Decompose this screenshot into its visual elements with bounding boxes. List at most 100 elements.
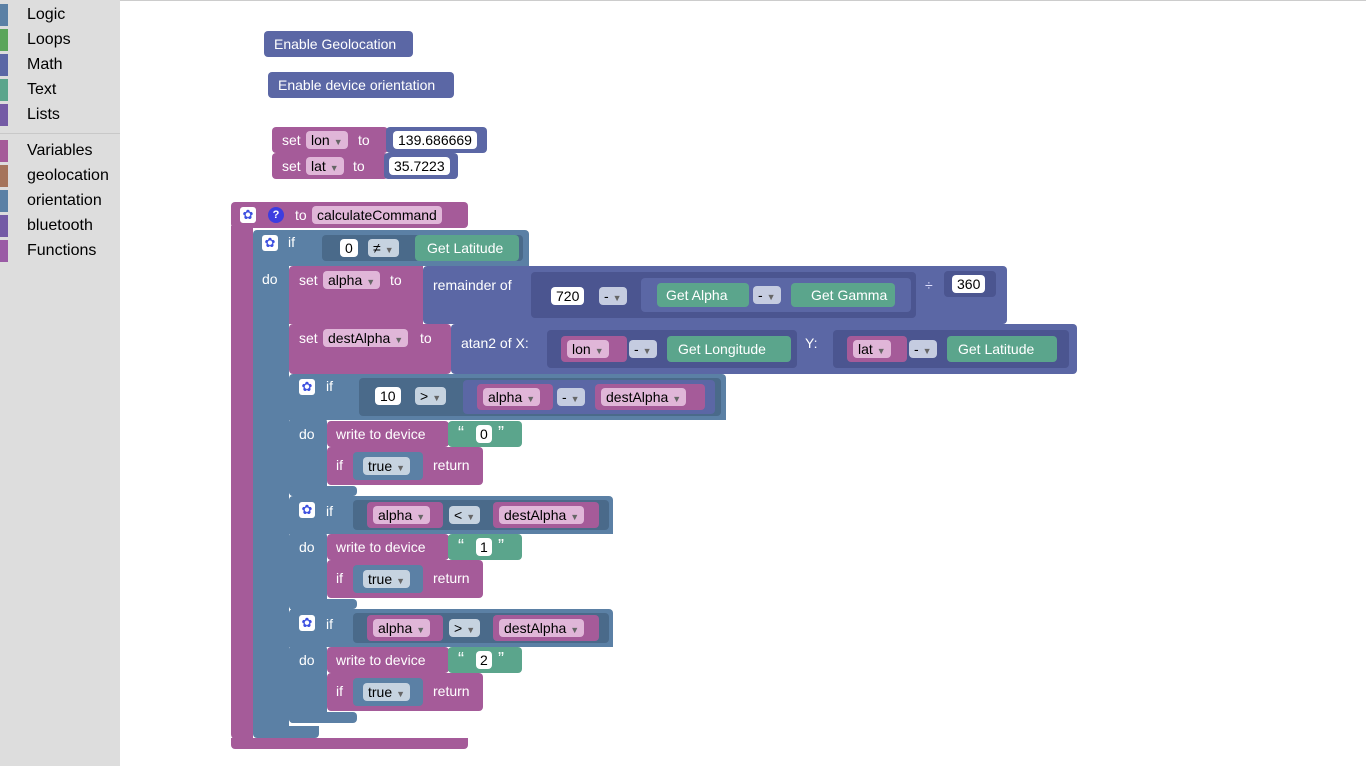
variable-dropdown[interactable]: lon▼: [567, 340, 609, 358]
help-icon[interactable]: ?: [268, 207, 284, 223]
number-field[interactable]: 720: [551, 287, 585, 305]
variable-dropdown[interactable]: lon▼: [306, 131, 348, 149]
get-gamma-block[interactable]: Get Gamma: [791, 283, 895, 307]
get-latitude-block[interactable]: Get Latitude: [947, 336, 1057, 362]
text-block[interactable]: “ 2 ”: [448, 647, 522, 673]
text-block[interactable]: “ 0 ”: [448, 421, 522, 447]
remainder-block[interactable]: remainder of 720 -▼ Get Alpha -▼ Get Gam…: [423, 266, 1007, 324]
atan2-block[interactable]: atan2 of X: lon▼ -▼ Get Longitude Y: lat…: [451, 324, 1077, 374]
text-field[interactable]: 1: [476, 538, 492, 556]
variable-get-block[interactable]: alpha▼: [367, 615, 443, 641]
if-return-block[interactable]: if true▼ return: [327, 560, 483, 598]
category-variables[interactable]: Variables: [0, 140, 120, 162]
variable-dropdown[interactable]: lat▼: [853, 340, 891, 358]
category-lists[interactable]: Lists: [0, 104, 120, 126]
get-longitude-block[interactable]: Get Longitude: [667, 336, 791, 362]
operator-dropdown[interactable]: ≠▼: [368, 239, 399, 257]
variable-dropdown[interactable]: lat▼: [306, 157, 344, 175]
boolean-dropdown[interactable]: true▼: [363, 683, 411, 701]
compare-block[interactable]: 10 >▼ alpha▼ -▼ destAlpha▼: [359, 378, 721, 416]
number-block[interactable]: 35.7223: [384, 153, 458, 179]
compare-block[interactable]: 0 ≠▼ Get Latitude: [322, 235, 523, 261]
variable-dropdown[interactable]: alpha▼: [373, 619, 431, 637]
text-field[interactable]: 2: [476, 651, 492, 669]
write-device-block[interactable]: write to device: [327, 421, 449, 447]
number-field[interactable]: 139.686669: [393, 131, 477, 149]
number-field[interactable]: 360: [952, 275, 986, 293]
operator-dropdown[interactable]: >▼: [415, 387, 447, 405]
number-block[interactable]: 360: [944, 271, 996, 297]
write-device-block[interactable]: write to device: [327, 534, 449, 560]
number-field[interactable]: 35.7223: [389, 157, 450, 175]
operator-dropdown[interactable]: -▼: [629, 340, 657, 358]
variable-dropdown[interactable]: destAlpha▼: [323, 329, 409, 347]
category-math[interactable]: Math: [0, 54, 120, 76]
variable-dropdown[interactable]: alpha▼: [373, 506, 431, 524]
text-block[interactable]: “ 1 ”: [448, 534, 522, 560]
set-lon-block[interactable]: set lon▼ to: [272, 127, 388, 153]
variable-name: lat: [858, 341, 873, 357]
subtract-block[interactable]: 720 -▼ Get Alpha -▼ Get Gamma: [531, 272, 916, 318]
variable-get-block[interactable]: lat▼: [847, 336, 907, 362]
operator-dropdown[interactable]: -▼: [599, 287, 627, 305]
boolean-dropdown[interactable]: true▼: [363, 457, 411, 475]
if-block-2[interactable]: ✿ if alpha▼ <▼ destAlpha▼: [289, 496, 613, 534]
subtract-block[interactable]: lon▼ -▼ Get Longitude: [547, 330, 797, 368]
boolean-block[interactable]: true▼: [353, 678, 423, 706]
boolean-block[interactable]: true▼: [353, 565, 423, 593]
set-lat-block[interactable]: set lat▼ to: [272, 153, 388, 179]
variable-get-block[interactable]: lon▼: [561, 336, 627, 362]
variable-get-block[interactable]: destAlpha▼: [493, 615, 599, 641]
if-return-block[interactable]: if true▼ return: [327, 673, 483, 711]
get-latitude-block[interactable]: Get Latitude: [415, 235, 519, 261]
variable-get-block[interactable]: destAlpha▼: [595, 384, 705, 410]
subtract-inner-block[interactable]: Get Alpha -▼ Get Gamma: [641, 278, 911, 312]
category-functions[interactable]: Functions: [0, 240, 120, 262]
category-orientation[interactable]: orientation: [0, 190, 120, 212]
compare-block[interactable]: alpha▼ <▼ destAlpha▼: [353, 500, 609, 530]
variable-dropdown[interactable]: destAlpha▼: [601, 388, 687, 406]
set-alpha-block[interactable]: set alpha▼ to: [289, 266, 423, 324]
operator-dropdown[interactable]: -▼: [557, 388, 585, 406]
number-block[interactable]: 139.686669: [386, 127, 487, 153]
gear-icon[interactable]: ✿: [299, 615, 315, 631]
if-block-1[interactable]: ✿ if 10 >▼ alpha▼ -▼ destAlpha▼: [289, 374, 726, 420]
number-field[interactable]: 0: [340, 239, 358, 257]
operator-dropdown[interactable]: <▼: [449, 506, 481, 524]
gear-icon[interactable]: ✿: [262, 235, 278, 251]
variable-dropdown[interactable]: destAlpha▼: [499, 619, 585, 637]
compare-block[interactable]: alpha▼ >▼ destAlpha▼: [353, 613, 609, 643]
if-return-block[interactable]: if true▼ return: [327, 447, 483, 485]
write-device-block[interactable]: write to device: [327, 647, 449, 673]
operator-dropdown[interactable]: -▼: [753, 286, 781, 304]
function-name-field[interactable]: calculateCommand: [312, 206, 442, 224]
gear-icon[interactable]: ✿: [299, 502, 315, 518]
variable-get-block[interactable]: alpha▼: [367, 502, 443, 528]
get-alpha-block[interactable]: Get Alpha: [657, 283, 749, 307]
number-field[interactable]: 10: [375, 387, 401, 405]
operator-dropdown[interactable]: >▼: [449, 619, 481, 637]
operator-dropdown[interactable]: -▼: [909, 340, 937, 358]
enable-orientation-block[interactable]: Enable device orientation: [268, 72, 454, 98]
boolean-dropdown[interactable]: true▼: [363, 570, 411, 588]
category-text[interactable]: Text: [0, 79, 120, 101]
category-loops[interactable]: Loops: [0, 29, 120, 51]
text-field[interactable]: 0: [476, 425, 492, 443]
if-block-3[interactable]: ✿ if alpha▼ >▼ destAlpha▼: [289, 609, 613, 647]
category-bluetooth[interactable]: bluetooth: [0, 215, 120, 237]
subtract-block[interactable]: alpha▼ -▼ destAlpha▼: [463, 380, 715, 414]
function-header[interactable]: ✿ ? to calculateCommand: [231, 202, 468, 228]
gear-icon[interactable]: ✿: [299, 379, 315, 395]
variable-dropdown[interactable]: alpha▼: [483, 388, 541, 406]
enable-geolocation-block[interactable]: Enable Geolocation: [264, 31, 413, 57]
variable-dropdown[interactable]: alpha▼: [323, 271, 381, 289]
variable-dropdown[interactable]: destAlpha▼: [499, 506, 585, 524]
set-destalpha-block[interactable]: set destAlpha▼ to: [289, 324, 451, 374]
gear-icon[interactable]: ✿: [240, 207, 256, 223]
variable-get-block[interactable]: destAlpha▼: [493, 502, 599, 528]
subtract-block[interactable]: lat▼ -▼ Get Latitude: [833, 330, 1069, 368]
category-geolocation[interactable]: geolocation: [0, 165, 120, 187]
variable-get-block[interactable]: alpha▼: [477, 384, 553, 410]
boolean-block[interactable]: true▼: [353, 452, 423, 480]
category-logic[interactable]: Logic: [0, 4, 120, 26]
